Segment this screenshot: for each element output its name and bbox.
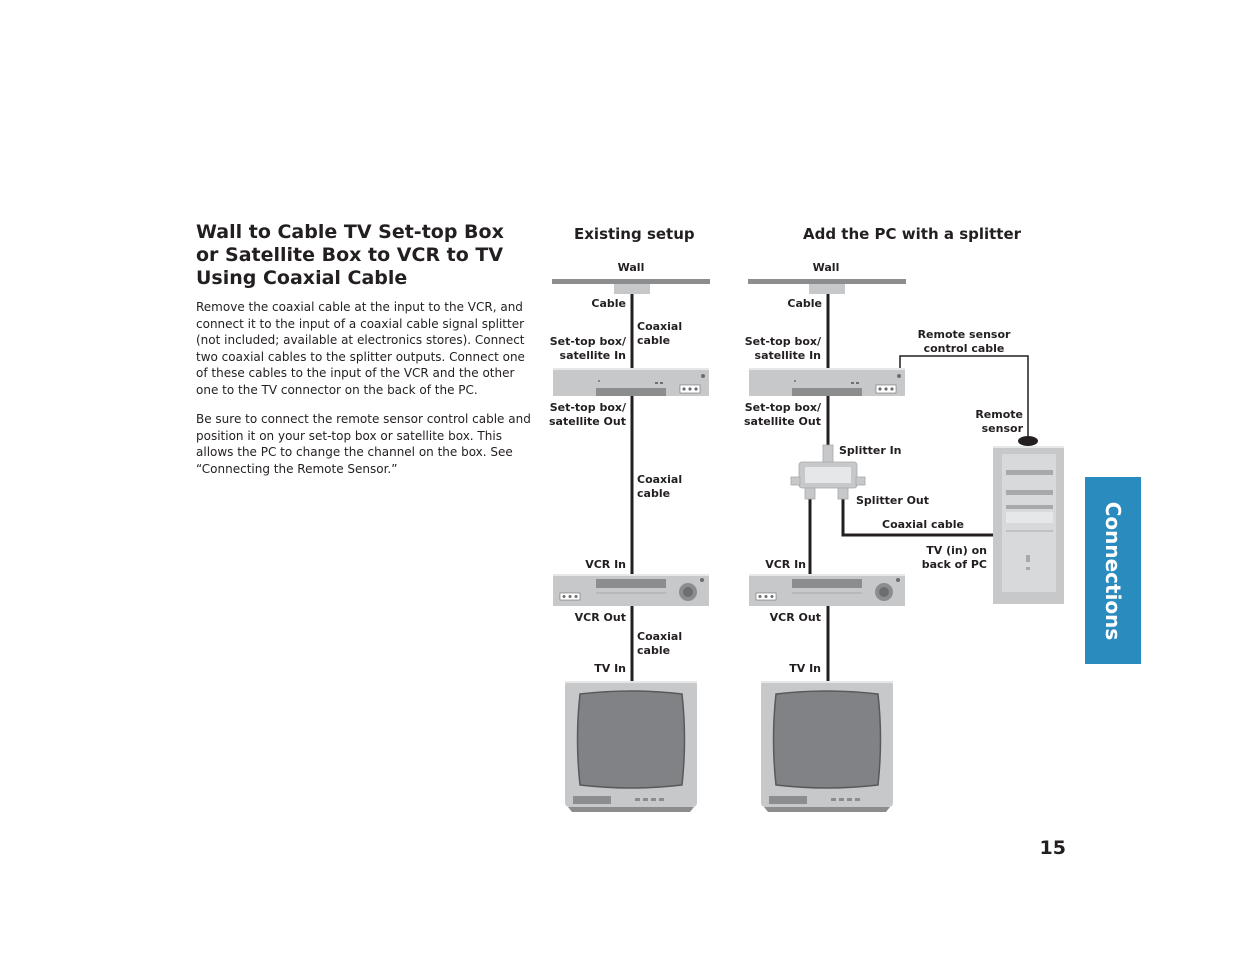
settop-in-label-2a: Set-top box/ bbox=[745, 335, 822, 348]
tv-pc-label-a: TV (in) on bbox=[926, 544, 987, 557]
wall-label-2: Wall bbox=[813, 261, 840, 274]
cable-label-2: Cable bbox=[787, 297, 822, 310]
vcr-in-label: VCR In bbox=[585, 558, 626, 571]
settop-in-label-a: Set-top box/ bbox=[550, 335, 627, 348]
television bbox=[565, 681, 697, 812]
settop-box bbox=[553, 368, 709, 396]
connections-tab-label: Connections bbox=[1101, 501, 1125, 640]
vcr-in-label-2: VCR In bbox=[765, 558, 806, 571]
desktop-pc bbox=[993, 446, 1064, 604]
tv-in-label: TV In bbox=[594, 662, 626, 675]
wall-label: Wall bbox=[618, 261, 645, 274]
wall-plate-2 bbox=[748, 279, 906, 294]
splitter-setup-title: Add the PC with a splitter bbox=[803, 225, 1022, 243]
coaxial-cable-label-2a: Coaxial bbox=[637, 473, 682, 486]
remote-cable-label-a: Remote sensor bbox=[918, 328, 1011, 341]
coaxial-cable-label-1a: Coaxial bbox=[637, 320, 682, 333]
settop-in-label-2b: satellite In bbox=[755, 349, 821, 362]
remote-sensor-control-cable bbox=[899, 355, 1029, 437]
page-number: 15 bbox=[1039, 837, 1066, 859]
splitter-setup: Add the PC with a splitter Wall Cable Se… bbox=[744, 225, 1064, 812]
coaxial-cable-label-3b: cable bbox=[637, 644, 670, 657]
connection-diagram: Existing setup Wall Cable Coaxial cable … bbox=[549, 225, 1064, 812]
existing-setup: Existing setup Wall Cable Coaxial cable … bbox=[549, 225, 710, 812]
signal-splitter bbox=[790, 444, 866, 500]
section-title: Wall to Cable TV Set-top Box or Satellit… bbox=[196, 221, 504, 289]
coaxial-cable-label-3a: Coaxial bbox=[637, 630, 682, 643]
coaxial-cable-label-1b: cable bbox=[637, 334, 670, 347]
vcr-2 bbox=[749, 574, 905, 606]
remote-sensor-label-a: Remote bbox=[975, 408, 1023, 421]
settop-out-label-2b: satellite Out bbox=[744, 415, 821, 428]
cable-label: Cable bbox=[591, 297, 626, 310]
tv-in-label-2: TV In bbox=[789, 662, 821, 675]
splitter-in-label: Splitter In bbox=[839, 444, 902, 457]
splitter-out-label: Splitter Out bbox=[856, 494, 929, 507]
remote-sensor-label-b: sensor bbox=[982, 422, 1024, 435]
settop-in-label-b: satellite In bbox=[560, 349, 626, 362]
vcr-out-label: VCR Out bbox=[575, 611, 626, 624]
coaxial-cable-label-2b: cable bbox=[637, 487, 670, 500]
tv-pc-label-b: back of PC bbox=[922, 558, 987, 571]
instruction-paragraph-1: Remove the coaxial cable at the input to… bbox=[196, 300, 525, 397]
settop-box-2 bbox=[749, 368, 905, 396]
coaxial-cable-label-pc: Coaxial cable bbox=[882, 518, 964, 531]
settop-out-label-2a: Set-top box/ bbox=[745, 401, 822, 414]
existing-setup-title: Existing setup bbox=[574, 225, 695, 243]
television-2 bbox=[761, 681, 893, 812]
vcr bbox=[553, 574, 709, 606]
instruction-paragraph-2: Be sure to connect the remote sensor con… bbox=[196, 412, 531, 476]
vcr-out-label-2: VCR Out bbox=[770, 611, 821, 624]
settop-out-label-a: Set-top box/ bbox=[550, 401, 627, 414]
remote-cable-label-b: control cable bbox=[924, 342, 1005, 355]
remote-sensor bbox=[1018, 436, 1038, 446]
wall-plate bbox=[552, 279, 710, 294]
connections-tab: Connections bbox=[1085, 477, 1141, 664]
coaxial-cable-splitter-to-pc bbox=[841, 499, 993, 537]
settop-out-label-b: satellite Out bbox=[549, 415, 626, 428]
